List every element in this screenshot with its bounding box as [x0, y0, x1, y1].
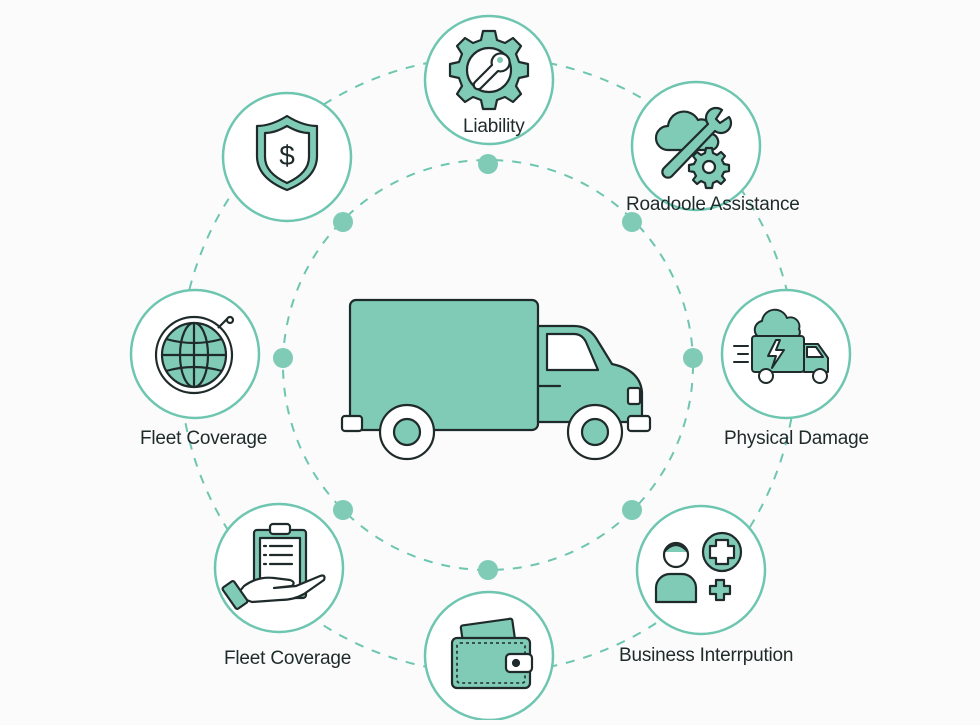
hand-clipboard-icon [221, 522, 326, 610]
delivery-truck-icon [340, 298, 652, 461]
ring-dot [683, 348, 703, 368]
node-roadside-assistance[interactable] [630, 80, 762, 212]
person-medical-cross-icon [654, 531, 743, 604]
ring-dot [333, 212, 353, 232]
node-shield[interactable]: $ [221, 91, 353, 223]
ring-dot [333, 500, 353, 520]
label-fleet-coverage-lower: Fleet Coverage [224, 648, 352, 669]
label-physical-damage: Physical Damage [724, 428, 869, 449]
ring-dot [622, 212, 642, 232]
storm-truck-icon [733, 308, 829, 384]
label-business-interruption: Business Interrpution [619, 645, 794, 666]
node-fleet-coverage-globe[interactable] [129, 288, 261, 420]
cloud-wrench-gear-icon [654, 106, 733, 190]
inner-ring-dots [273, 154, 703, 580]
ring-dot [478, 560, 498, 580]
globe-icon [154, 315, 235, 395]
label-roadside-assistance: Roadoole Assistance [626, 194, 800, 215]
gear-wrench-icon [448, 29, 530, 111]
node-wallet[interactable] [423, 590, 555, 722]
node-business-interruption[interactable] [635, 504, 767, 636]
label-liability: Liability [463, 116, 525, 137]
ring-dot [273, 348, 293, 368]
ring-dot [478, 154, 498, 174]
node-physical-damage[interactable] [720, 288, 852, 420]
shield-dollar-icon: $ [255, 114, 319, 192]
node-liability[interactable] [423, 14, 555, 146]
label-fleet-coverage-upper: Fleet Coverage [140, 428, 268, 449]
svg-text:$: $ [279, 140, 295, 171]
ring-dot [622, 500, 642, 520]
node-fleet-coverage-clipboard[interactable] [213, 502, 345, 634]
wallet-cash-icon [450, 617, 534, 690]
